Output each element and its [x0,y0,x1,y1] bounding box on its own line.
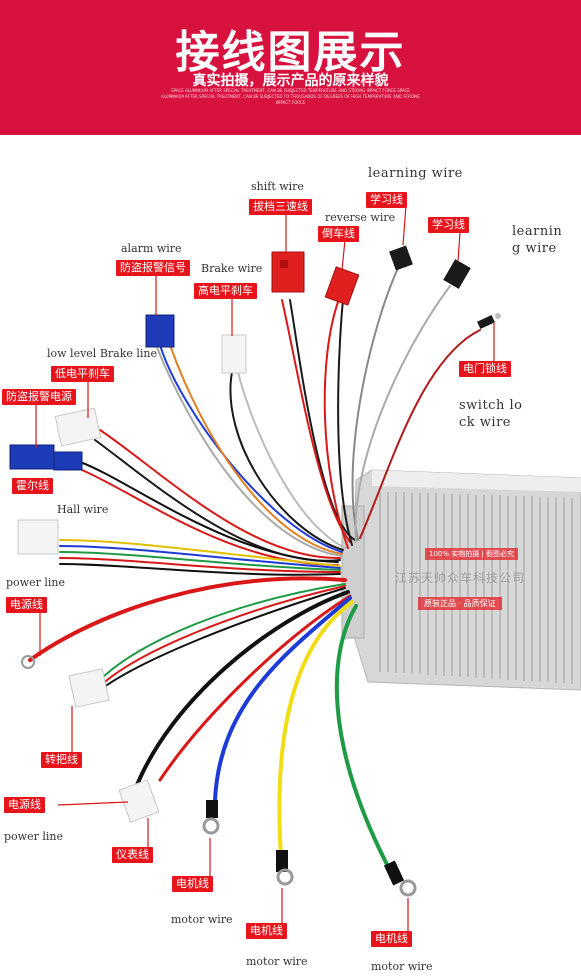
power-line-cn-2: 电源线 [4,797,45,813]
leader-lines [35,204,495,932]
meter-connector [118,779,160,823]
motor-cn-1: 电机线 [172,876,213,892]
meter-cn: 仪表线 [112,847,153,863]
shift-connector [271,251,305,293]
reverse-wire-en: reverse wire [325,211,396,224]
door-lock-cn: 电门锁线 [459,361,511,377]
reverse-connector [324,266,360,306]
power-line-en-2: power line [4,830,63,843]
brake-wire-cn: 高电平刹车 [194,283,257,299]
switch-lock-terminal [477,313,501,330]
alarm-power-cn: 防盗报警电源 [2,389,76,405]
hall-cn: 霍尔线 [12,478,53,494]
learning-wire-cn-2: 学习线 [428,217,469,233]
low-brake-cn: 低电平刹车 [51,366,114,382]
controller-brand-watermark: 江苏天帅众车科技公司 [395,571,526,585]
motor-terminal-green [383,860,417,897]
learning-wire-cn-1: 学习线 [366,192,407,208]
low-brake-connector [54,407,102,447]
brake-wire-en: Brake wire [201,262,263,275]
banner-subtitle: 真实拍摄，展示产品的原来样貌 [192,73,389,89]
learning-wire-en-2b: g wire [512,241,557,256]
motor-cn-2: 电机线 [246,923,287,939]
brake-connector [221,334,247,374]
motor-en-2: motor wire [246,955,308,968]
hall-connector [17,519,59,555]
learning-connector-2 [443,259,471,289]
power-line-en-1: power line [6,576,65,589]
motor-terminal-blue [202,800,220,835]
alarm-wire-cn: 防盗报警信号 [116,260,190,276]
switch-lock-en-a: switch lo [459,398,523,413]
shift-wire-cn: 拔档三速线 [249,199,312,215]
low-brake-en: low level Brake line [47,347,158,360]
controller-tag-authentic: 100% 实物拍摄 | 假图必究 [425,548,519,560]
wire-bundle [28,267,481,882]
learning-wire-en-1: learning wire [368,166,463,181]
alarm-power-connector [9,444,83,471]
header-banner: 接线图展示 真实拍摄，展示产品的原来样貌 Space aluminium aft… [0,0,581,135]
shift-wire-en: shift wire [251,180,304,193]
motor-en-1: motor wire [171,913,233,926]
banner-fine-print: Space aluminium after special treatment,… [160,88,421,105]
power-line-cn-1: 电源线 [6,597,47,613]
switch-lock-en-b: ck wire [459,415,511,430]
learning-connector-1 [389,245,413,271]
banner-title: 接线图展示 [175,27,406,78]
controller-tag-quality: 原装正品 · 品质保证 [418,597,502,610]
reverse-wire-cn: 倒车线 [318,226,359,242]
throttle-cn: 转把线 [41,752,82,768]
learning-wire-en-2a: learnin [512,224,563,239]
power-terminal-1 [21,655,35,669]
motor-cn-3: 电机线 [371,931,412,947]
throttle-connector [68,668,110,708]
motor-en-3: motor wire [371,960,433,973]
alarm-wire-en: alarm wire [121,242,182,255]
alarm-connector [145,314,175,348]
motor-terminal-yellow [276,850,294,886]
hall-en: Hall wire [57,503,109,516]
